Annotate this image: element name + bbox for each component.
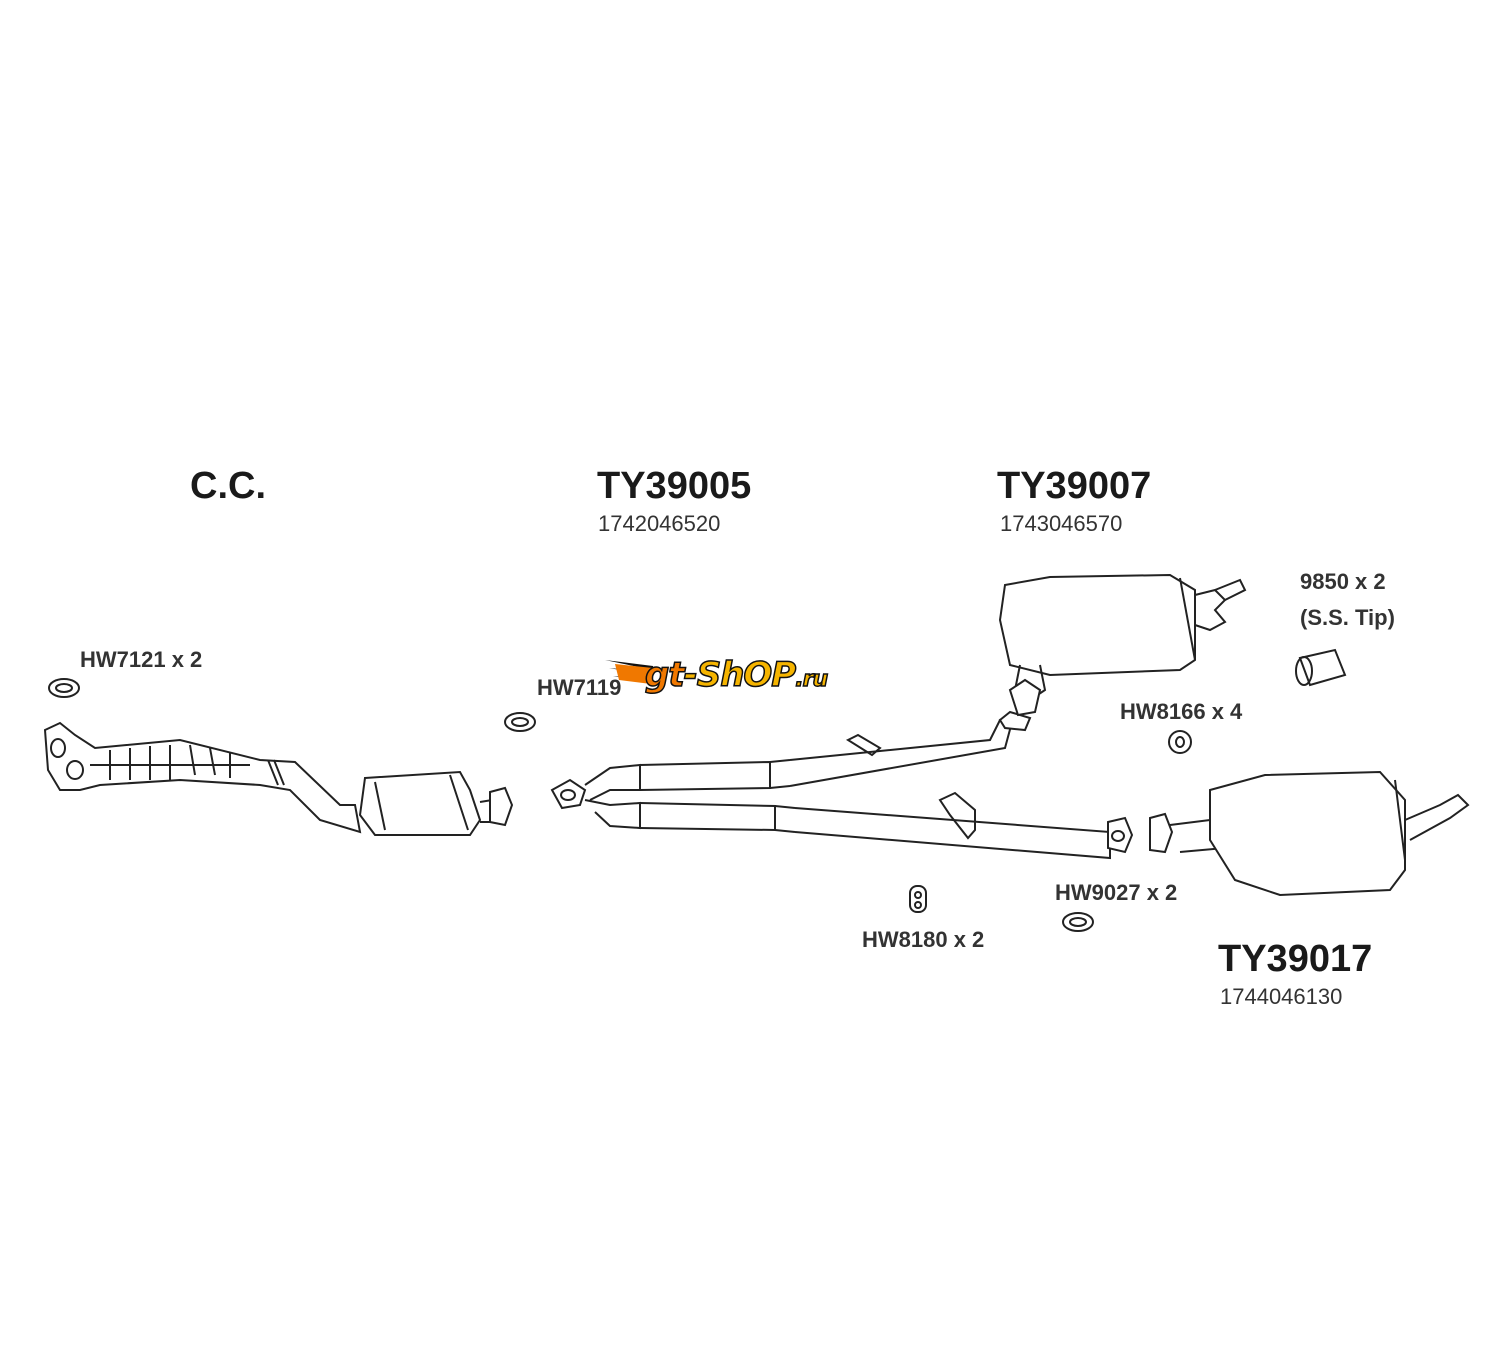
part-code-rear-muffler: TY39017 (1218, 938, 1373, 980)
exhaust-tip (1295, 648, 1347, 687)
tip-quantity-label: 9850 x 2 (1300, 569, 1386, 594)
hanger-hw8166 (1168, 730, 1192, 754)
front-pipe-assembly (550, 710, 1134, 860)
speed-lines-icon (605, 660, 653, 684)
hw8180-label: HW8180 x 2 (862, 927, 985, 952)
gasket-hw7119 (504, 712, 536, 732)
rear-muffler (1149, 770, 1470, 897)
hw7121-label: HW7121 x 2 (80, 647, 203, 672)
logo-text-ru: .ru (794, 666, 828, 693)
oem-number-rear-muffler: 1744046130 (1220, 984, 1343, 1009)
tip-description-label: (S.S. Tip) (1300, 605, 1395, 630)
catalytic-converter-assembly (43, 721, 514, 836)
watermark-logo: gt-ShOP.ru (605, 654, 895, 696)
hw8166-label: HW8166 x 4 (1120, 699, 1243, 724)
logo-text-shop: -ShOP (683, 654, 797, 696)
oem-number-center-muffler: 1743046570 (1000, 511, 1123, 536)
part-code-cc: C.C. (190, 465, 266, 507)
hanger-hw8180 (909, 885, 927, 913)
gasket-hw7121 (48, 678, 80, 698)
logo-text-gt: gt (644, 654, 685, 696)
hw9027-label: HW9027 x 2 (1055, 880, 1178, 905)
part-code-center-muffler: TY39007 (997, 465, 1152, 507)
center-muffler (998, 573, 1247, 717)
hw7119-label: HW7119 (537, 675, 622, 700)
part-code-front-pipe: TY39005 (597, 465, 752, 507)
gasket-hw9027 (1062, 912, 1094, 932)
oem-number-front-pipe: 1742046520 (598, 511, 721, 536)
